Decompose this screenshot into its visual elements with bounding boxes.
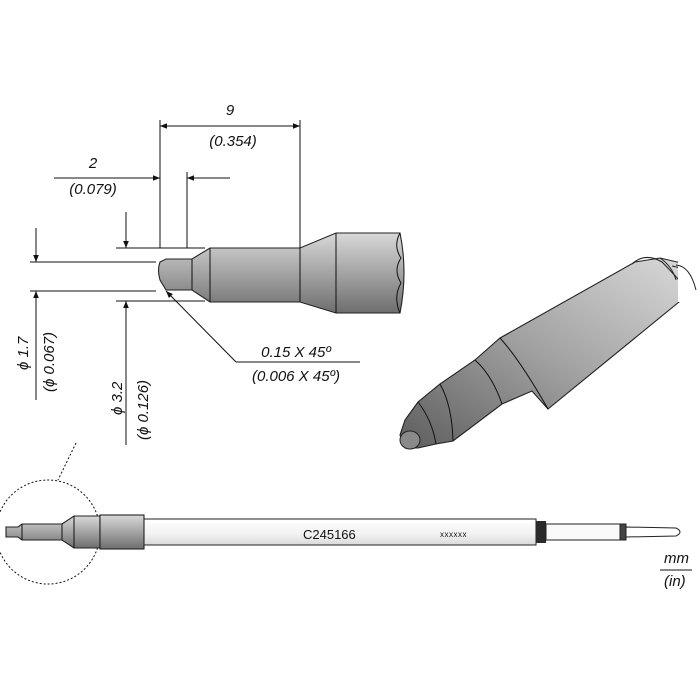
dim-dia-3-2-mm: ϕ 3.2 <box>109 381 126 415</box>
part-serial: xxxxxx <box>440 530 467 539</box>
dim-9-in: (0.354) <box>209 133 257 150</box>
dimension-chamfer: 0.15 X 45º (0.006 X 45º) <box>165 290 360 385</box>
tip-pin <box>625 526 681 538</box>
tip-3d-view <box>399 256 697 450</box>
dimension-length-9: 9 (0.354) <box>159 102 301 248</box>
units-legend: mm (in) <box>660 550 692 590</box>
detail-tip-view <box>157 232 405 314</box>
dimension-length-2: 2 (0.079) <box>54 155 230 248</box>
unit-mm: mm <box>664 550 689 567</box>
dim-2-in: (0.079) <box>69 181 117 198</box>
unit-in: (in) <box>664 573 686 590</box>
dim-dia-1-7-mm: ϕ 1.7 <box>15 336 32 370</box>
dimension-diameter-1-7: ϕ 1.7 (ϕ 0.067) <box>15 228 58 400</box>
diameter-extension-lines <box>30 247 205 302</box>
part-code: C245166 <box>303 527 356 542</box>
tip-body-3d <box>399 257 691 449</box>
shaft-band <box>536 521 546 543</box>
dim-9-mm: 9 <box>226 102 235 119</box>
dim-chamfer-in: (0.006 X 45º) <box>252 368 340 385</box>
dim-2-mm: 2 <box>88 155 98 172</box>
full-tip-view: C245166 xxxxxx <box>0 442 681 585</box>
dim-chamfer-mm: 0.15 X 45º <box>261 344 332 361</box>
tip-stem <box>545 523 625 541</box>
tip-working-end <box>5 515 101 549</box>
dim-dia-1-7-in: (ϕ 0.067) <box>41 332 58 392</box>
dimension-diameter-3-2: ϕ 3.2 (ϕ 0.126) <box>109 212 152 445</box>
dim-dia-3-2-in: (ϕ 0.126) <box>135 380 152 440</box>
